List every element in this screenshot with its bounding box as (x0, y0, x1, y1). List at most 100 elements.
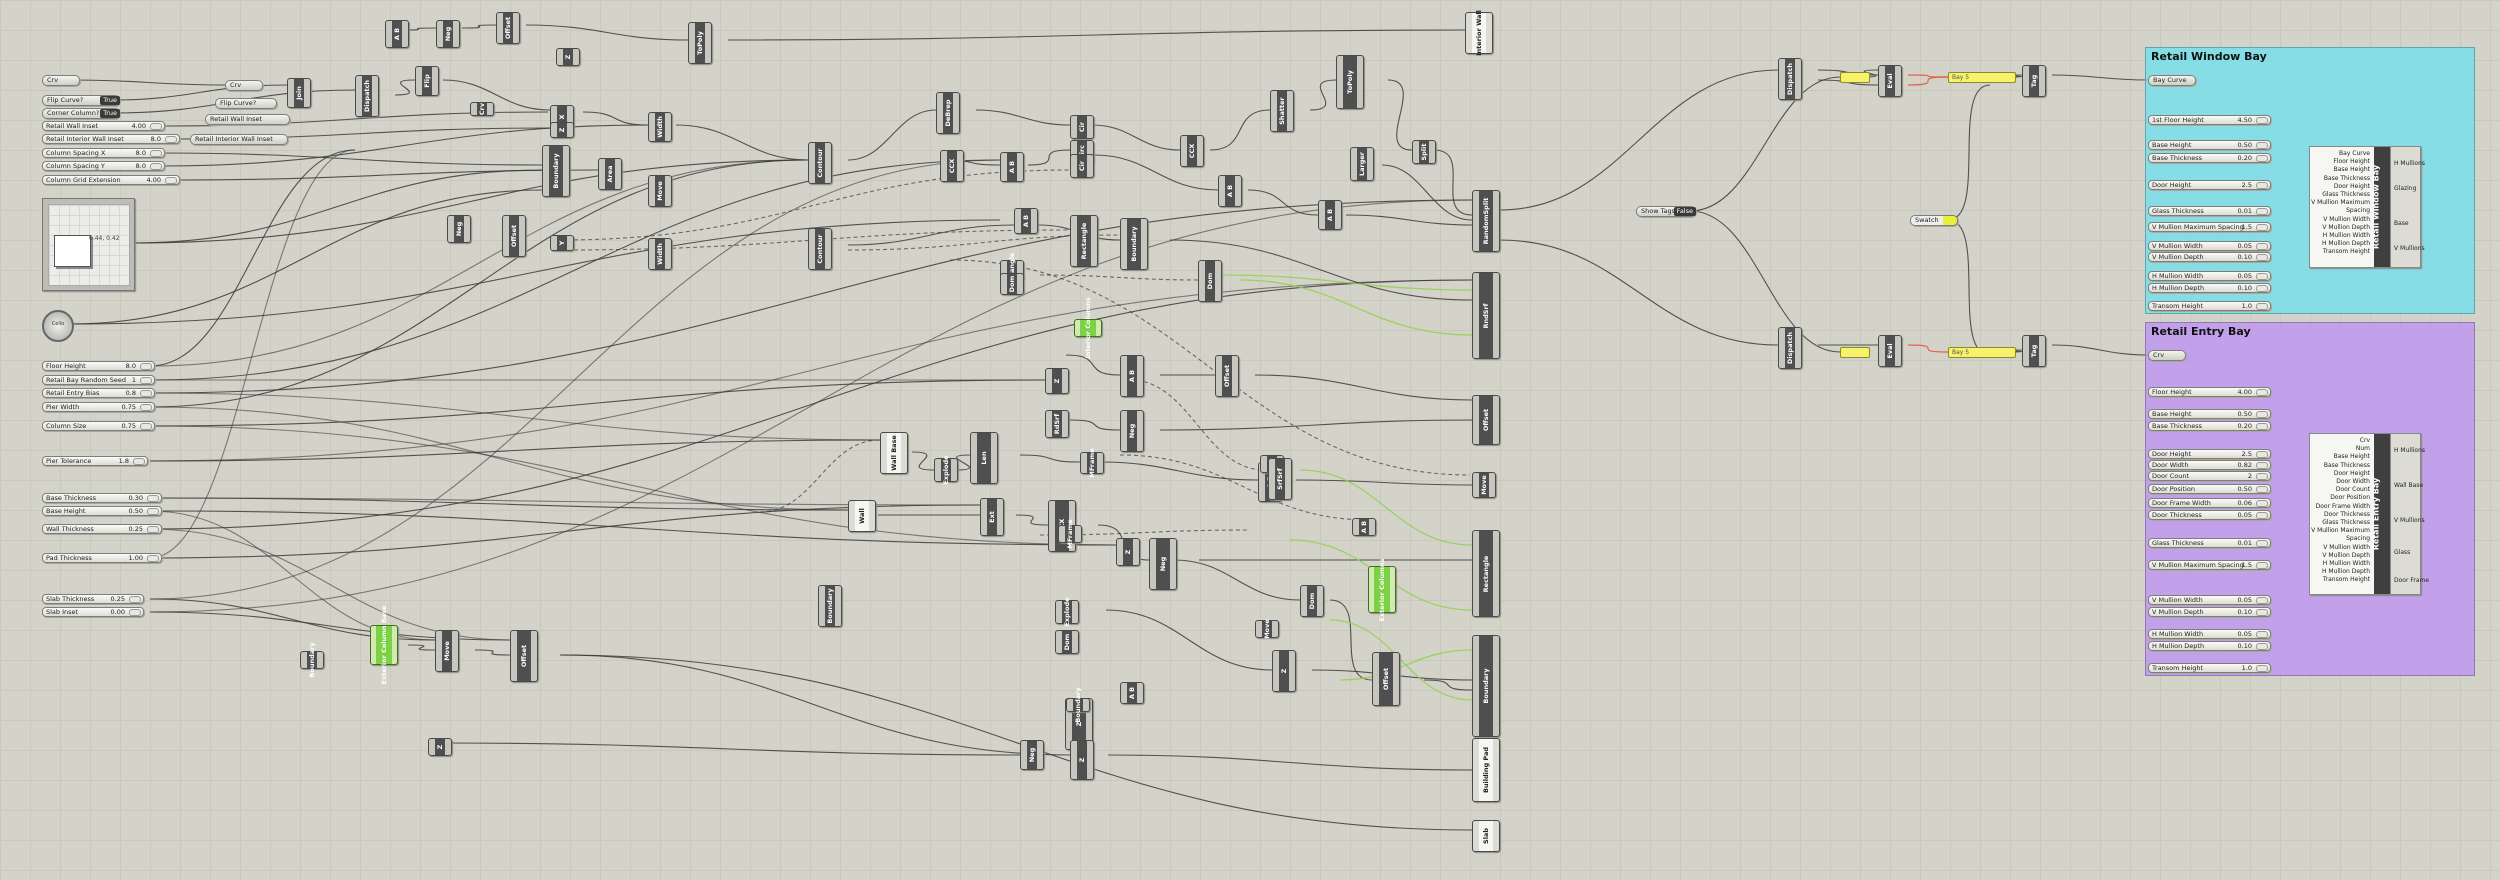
z-component[interactable]: Z (556, 48, 580, 66)
rndsrf-component[interactable]: RndSrf (1472, 272, 1500, 359)
a-b-component[interactable]: A B (1218, 175, 1242, 207)
slider-knob[interactable] (2256, 562, 2268, 569)
width-component[interactable]: Width (648, 112, 672, 142)
dispatch-component[interactable]: Dispatch (1778, 327, 1802, 369)
area-component[interactable]: Area (598, 158, 622, 190)
z-component[interactable]: Z (1116, 538, 1140, 566)
boundary-component[interactable]: Boundary (542, 145, 570, 197)
explode-component[interactable]: Explode (934, 455, 958, 485)
a-b-component[interactable]: A B (1318, 200, 1342, 230)
tag-panel-1[interactable]: Bay 5 (1948, 72, 2016, 83)
mid-flip-curve-param[interactable]: Flip Curve? (215, 98, 277, 109)
slider-knob[interactable] (147, 508, 159, 515)
slider-knob[interactable] (2256, 254, 2268, 261)
a-b-component[interactable]: A B (1120, 355, 1144, 397)
cir-component[interactable]: Cir (1070, 115, 1094, 139)
show-tags-toggle[interactable]: Show Tags? False (1636, 206, 1696, 217)
topoly-component[interactable]: ToPoly (1336, 55, 1364, 109)
color-dial[interactable]: Cello (42, 310, 74, 342)
dispatch-component[interactable]: Dispatch (1778, 58, 1802, 100)
y-component[interactable]: Y (550, 235, 574, 251)
boundary-component[interactable]: Boundary (300, 642, 324, 678)
index-panel-1[interactable] (1840, 72, 1870, 83)
dom-component[interactable]: Dom (1055, 630, 1079, 654)
neg-component[interactable]: Neg (436, 20, 460, 48)
offset-component[interactable]: Offset (496, 12, 520, 44)
explode-component[interactable]: Explode (1055, 597, 1079, 627)
exterior-column-base-component[interactable]: Exterior Column Base (370, 606, 398, 684)
slab-component[interactable]: Slab (1472, 820, 1500, 852)
slider-knob[interactable] (140, 363, 152, 370)
a-b-component[interactable]: A B (1014, 208, 1038, 234)
topoly-component[interactable]: ToPoly (688, 22, 712, 64)
move-component[interactable]: Move (1255, 619, 1279, 639)
offset-component[interactable]: Offset (1372, 652, 1400, 706)
point-picker-pad[interactable]: 0.44, 0.42 (42, 198, 135, 291)
slider-knob[interactable] (2256, 389, 2268, 396)
slider-knob[interactable] (2256, 142, 2268, 149)
mid-crv-param[interactable]: Crv (225, 80, 263, 91)
dom-component[interactable]: Dom (1000, 273, 1024, 295)
z-component[interactable]: Z (1070, 740, 1094, 780)
slider-knob[interactable] (2256, 665, 2268, 672)
ext-component[interactable]: Ext (980, 498, 1004, 536)
mid-retail-wall-inset-param[interactable]: Retail Wall Inset (205, 114, 290, 125)
slider-knob[interactable] (140, 423, 152, 430)
a-b-component[interactable]: A B (1000, 152, 1024, 182)
larger-component[interactable]: Larger (1350, 147, 1374, 181)
slider-knob[interactable] (2256, 182, 2268, 189)
neg-component[interactable]: Neg (447, 215, 471, 243)
flip-curve-toggle[interactable]: Flip Curve?True (42, 95, 120, 106)
len-component[interactable]: Len (970, 432, 998, 484)
slider-knob[interactable] (140, 404, 152, 411)
slider-knob[interactable] (2256, 285, 2268, 292)
slider-knob[interactable] (150, 150, 162, 157)
a-b-component[interactable]: A B (1120, 682, 1144, 704)
rectangle-component[interactable]: Rectangle (1472, 530, 1500, 617)
slider-knob[interactable] (165, 136, 177, 143)
crv-component[interactable]: Crv (470, 102, 494, 116)
shatter-component[interactable]: Shatter (1270, 90, 1294, 132)
slider-knob[interactable] (133, 458, 145, 465)
slider-knob[interactable] (2256, 500, 2268, 507)
a-b-component[interactable]: A B (385, 20, 409, 48)
offset-component[interactable]: Offset (502, 215, 526, 257)
slider-knob[interactable] (2256, 423, 2268, 430)
bay-curve-param[interactable]: Bay Curve (2148, 75, 2196, 86)
randomsplit-component[interactable]: RandomSplit (1472, 190, 1500, 252)
slider-knob[interactable] (2256, 540, 2268, 547)
dom-component[interactable]: Dom (1300, 585, 1324, 617)
interior-columns-component[interactable]: Interior Columns (1074, 297, 1102, 359)
exterior-columns-component[interactable]: Exterior Columns (1368, 558, 1396, 621)
tag-component[interactable]: Tag (2022, 65, 2046, 97)
slider-knob[interactable] (2256, 451, 2268, 458)
slider-knob[interactable] (2256, 597, 2268, 604)
slider-knob[interactable] (147, 526, 159, 533)
slider-knob[interactable] (2256, 303, 2268, 310)
crv-param[interactable]: Crv (42, 75, 80, 86)
slider-knob[interactable] (140, 390, 152, 397)
ccx-component[interactable]: CCX (1180, 135, 1204, 167)
slider-knob[interactable] (2256, 117, 2268, 124)
